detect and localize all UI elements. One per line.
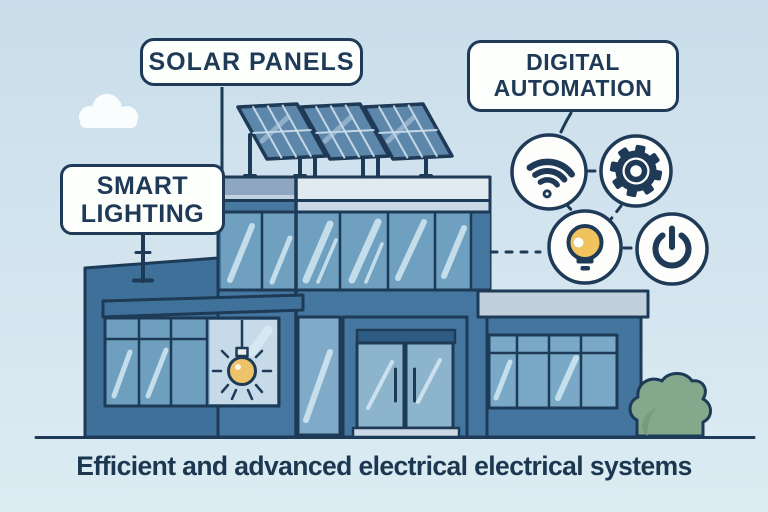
bulb-rays: [211, 349, 273, 401]
caption-text: Efficient and advanced electrical electr…: [76, 451, 692, 481]
digital-label-connector: [559, 111, 573, 134]
label-digital-automation: DIGITAL AUTOMATION: [467, 40, 679, 112]
right-wing-window: [487, 333, 619, 410]
wifi-icon: [510, 133, 588, 211]
entrance-door: [341, 315, 469, 439]
right-wing-parapet: [476, 289, 650, 319]
label-smart-lighting-text: SMART LIGHTING: [80, 171, 205, 228]
right-wing: [476, 289, 650, 439]
feature-badges: [510, 133, 709, 286]
smart-label-pole: [132, 233, 154, 283]
left-wing: [83, 256, 305, 439]
hanging-bulb-icon: [227, 356, 257, 386]
bulb-socket: [235, 346, 249, 358]
gear-icon: [599, 134, 673, 208]
label-digital-automation-text: DIGITAL AUTOMATION: [493, 49, 653, 101]
door-step: [351, 426, 461, 439]
lightbulb-icon: [547, 209, 623, 285]
label-solar-panels-text: SOLAR PANELS: [148, 48, 355, 76]
building: [83, 175, 650, 439]
cloud-icon: [79, 94, 138, 128]
solar-panels: [238, 104, 452, 178]
label-solar-panels: SOLAR PANELS: [140, 38, 363, 86]
label-smart-lighting: SMART LIGHTING: [60, 164, 225, 235]
smart-lighting-window: [209, 320, 277, 404]
tower-ground-window: [296, 315, 342, 437]
bush: [628, 372, 712, 438]
power-icon: [635, 212, 709, 286]
